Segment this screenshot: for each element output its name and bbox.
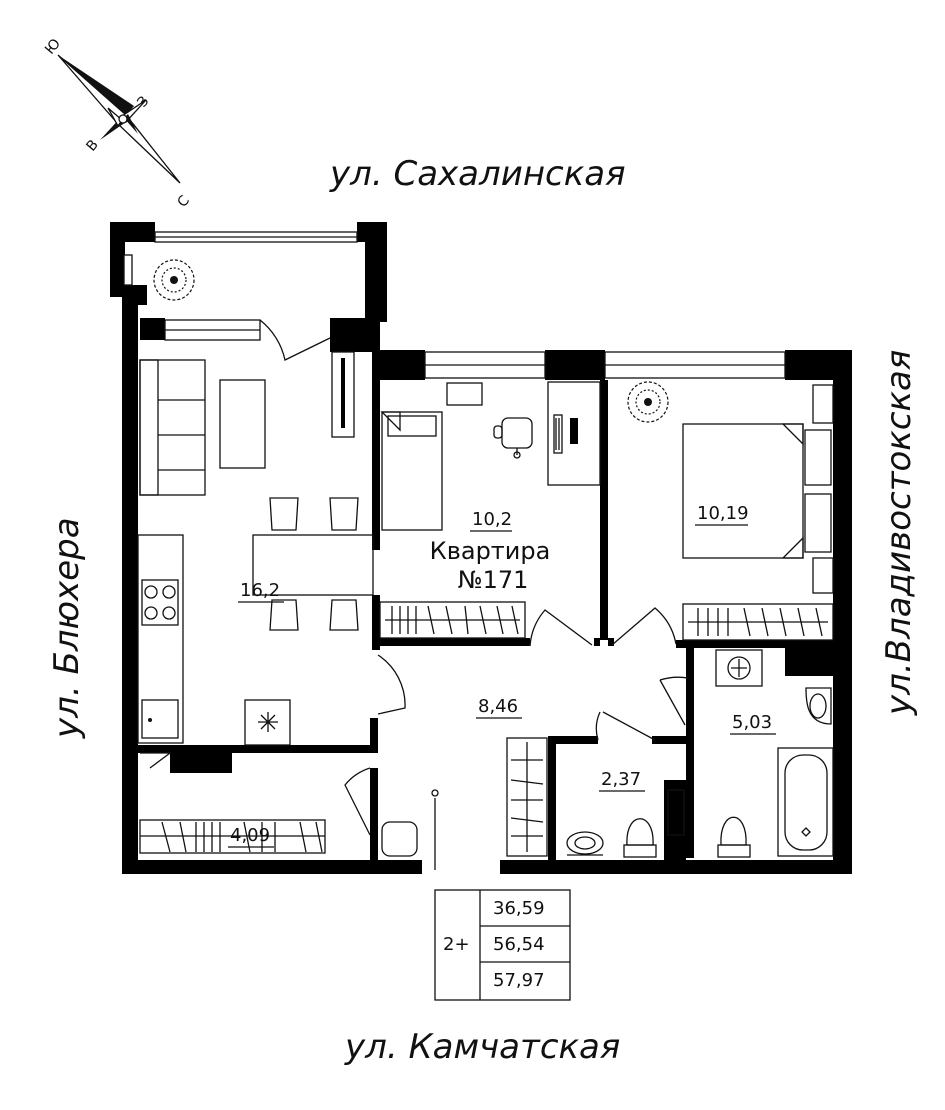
windows: [123, 231, 786, 379]
desk: [493, 381, 601, 486]
area-living-kitchen: 16,2: [240, 580, 280, 601]
area-bedroom-right: 10,19: [697, 503, 749, 524]
bathroom-fixtures: [667, 649, 834, 858]
compass-rose: Ю З В С: [42, 36, 193, 211]
summary-living-area: 36,59: [493, 898, 545, 919]
plant-top-left: [153, 259, 195, 301]
toilet-room-fixtures: [566, 818, 657, 858]
summary-total-with-balcony: 57,97: [493, 970, 545, 991]
area-toilet: 2,37: [601, 769, 641, 790]
street-west: ул. Блюхера: [47, 517, 87, 739]
wardrobe-left: [379, 601, 526, 639]
living-door: [377, 654, 406, 715]
area-bedroom-left: 10,2: [472, 509, 512, 530]
stove-vent: [244, 699, 291, 746]
nightstand-bottom: [812, 557, 834, 594]
summary-table: 2+ 36,59 56,54 57,97: [434, 889, 571, 1001]
entrance-door: [344, 767, 439, 870]
hall-wardrobe: [506, 737, 548, 857]
bed-double: [682, 423, 832, 559]
room-labels: 16,2 10,2 10,19 8,46 5,03 2,37 4,09: [228, 503, 776, 848]
plant-bedroom: [627, 381, 669, 423]
walls: [110, 222, 852, 874]
coffee-table: [219, 379, 266, 469]
compass-w: В: [83, 137, 101, 155]
sofa: [139, 359, 206, 496]
summary-rooms: 2+: [443, 934, 470, 955]
balcony-storage: [139, 752, 326, 854]
nightstand: [446, 382, 483, 406]
bedroom-right-door: [611, 607, 677, 646]
wardrobe-right: [682, 603, 834, 641]
dining-set: [252, 497, 374, 631]
compass-s: С: [174, 193, 193, 211]
street-south: ул. Камчатская: [344, 1027, 620, 1067]
washer: [381, 821, 418, 857]
summary-total-area: 56,54: [493, 934, 545, 955]
tv-stand: [331, 351, 355, 438]
nightstand-top: [812, 384, 834, 424]
bathroom-door: [659, 676, 689, 726]
toilet-door: [595, 711, 656, 741]
street-north: ул. Сахалинская: [329, 154, 626, 194]
bedroom-left-door: [529, 609, 593, 647]
bed-single: [380, 411, 443, 531]
apartment-number: №171: [458, 566, 529, 594]
area-bathroom: 5,03: [732, 712, 772, 733]
kitchen-counter: [137, 534, 184, 744]
apartment-title: Квартира: [430, 537, 551, 565]
street-east: ул.Владивостокская: [879, 350, 919, 716]
compass-n: Ю: [42, 36, 64, 58]
area-hall: 8,46: [478, 696, 518, 717]
area-balcony: 4,09: [230, 825, 270, 846]
